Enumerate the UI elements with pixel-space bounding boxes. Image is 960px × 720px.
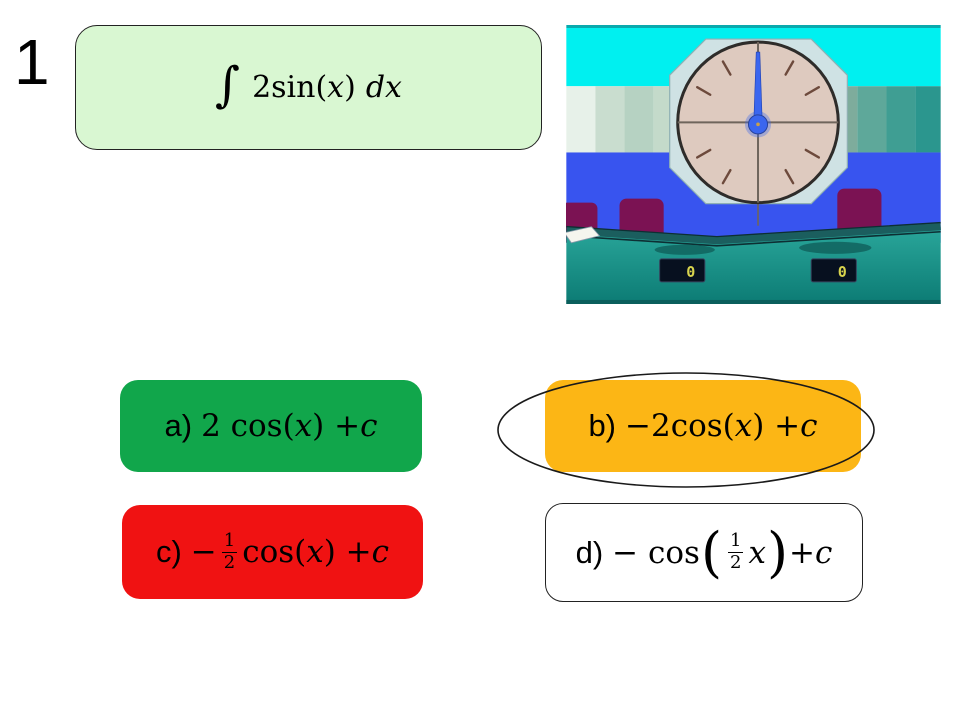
clock-center-pin xyxy=(756,122,760,127)
desk-edge-stripe xyxy=(566,223,941,245)
desk-reflection-right xyxy=(799,241,872,254)
option-b-eq-const: c xyxy=(800,408,818,444)
question-number: 1 xyxy=(14,26,50,98)
picture-top-edge xyxy=(566,25,941,29)
score-display-left: 0 xyxy=(659,258,706,283)
question-eq-close: ) xyxy=(344,70,356,105)
option-c-button[interactable]: c) − 1 2 cos(x) + c xyxy=(122,505,423,599)
option-c-eq-post: ) + xyxy=(323,534,372,570)
countdown-clock-graphic: 0 0 xyxy=(561,25,941,304)
option-c-frac-num: 1 xyxy=(221,529,238,553)
desk-edge-line-top xyxy=(566,221,941,238)
question-eq-pre: 2sin( xyxy=(252,70,328,105)
option-c-eq-var: x xyxy=(306,534,324,570)
option-d-button[interactable]: d) − cos ( 1 2 x ) + c xyxy=(545,503,863,602)
option-a-button[interactable]: a) 2 cos(x) + c xyxy=(120,380,422,472)
option-d-frac-num: 1 xyxy=(728,530,744,553)
option-c-fraction: 1 2 xyxy=(221,529,238,573)
desk-edge-line-bottom xyxy=(566,230,941,247)
option-b-label: b) xyxy=(588,408,617,443)
countdown-clock-image: 0 0 xyxy=(561,25,941,304)
option-b-equation: −2cos(x) + c xyxy=(625,408,818,444)
option-c-eq-minus: − xyxy=(190,534,217,570)
picture-bottom-edge xyxy=(566,299,941,304)
option-c-label: c) xyxy=(155,534,182,569)
option-a-eq-pre: 2 cos( xyxy=(201,408,295,444)
clock-tick-marks xyxy=(695,60,821,185)
option-a-equation: 2 cos(x) + c xyxy=(201,408,377,444)
option-c-eq-const: c xyxy=(371,534,390,570)
option-a-label: a) xyxy=(164,408,193,443)
option-b-button[interactable]: b) −2cos(x) + c xyxy=(545,380,861,472)
option-c-frac-den: 2 xyxy=(223,551,236,573)
desk-reflection-left xyxy=(654,244,715,255)
option-a-eq-post: ) + xyxy=(312,408,361,444)
option-d-fraction: 1 2 xyxy=(728,530,744,573)
option-d-eq-var: x xyxy=(748,534,766,571)
option-d-eq-post: + xyxy=(789,534,816,571)
option-d-equation: − cos ( 1 2 x ) + c xyxy=(612,520,833,584)
option-d-eq-minusfn: − cos xyxy=(612,534,700,571)
option-a-eq-const: c xyxy=(360,408,378,444)
option-c-equation: − 1 2 cos(x) + c xyxy=(190,529,390,573)
option-d-label: d) xyxy=(575,534,604,570)
option-b-eq-post: ) + xyxy=(752,408,801,444)
question-equation: ∫ 2sin(x) dx xyxy=(215,56,402,113)
paper-on-desk xyxy=(563,226,601,244)
option-a-eq-var: x xyxy=(294,408,313,444)
option-d-frac-den: 2 xyxy=(730,552,742,573)
question-eq-var: x xyxy=(327,70,345,105)
score-right-value: 0 xyxy=(838,263,847,281)
option-c-eq-fn: cos( xyxy=(242,534,307,570)
score-left-value: 0 xyxy=(686,263,695,281)
option-b-eq-pre: −2cos( xyxy=(625,408,735,444)
score-display-right: 0 xyxy=(810,258,857,283)
option-b-eq-var: x xyxy=(734,408,753,444)
question-eq-differential: dx xyxy=(365,70,402,105)
option-d-eq-const: c xyxy=(815,534,833,571)
question-box: ∫ 2sin(x) dx xyxy=(75,25,542,150)
